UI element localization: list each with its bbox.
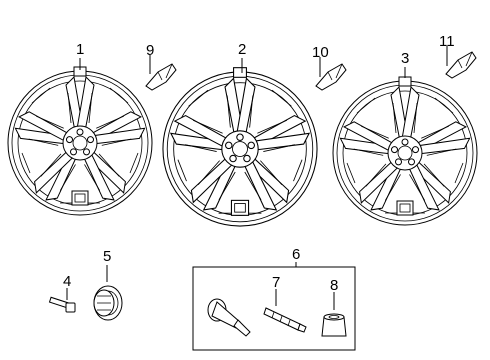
callout-8: 8 [330,277,338,294]
center-cap-5 [93,285,123,321]
leader-lines [66,46,448,310]
tpms-kit-box [192,266,356,351]
valve-core-7 [263,307,307,333]
wheel-2 [163,68,317,226]
callout-1: 1 [76,41,84,58]
callout-9: 9 [146,42,154,59]
callout-7: 7 [272,274,280,291]
callout-4: 4 [63,273,71,290]
lug-bolt-4 [48,296,76,313]
callout-2: 2 [238,41,246,58]
wheel-3 [333,77,477,225]
callout-6: 6 [292,246,300,263]
callout-3: 3 [401,50,409,67]
callout-10: 10 [312,44,329,61]
weight-11 [445,51,477,79]
valve-cap-8 [321,313,347,337]
valve-stem [207,298,251,337]
callout-11: 11 [439,33,455,50]
callout-5: 5 [103,248,111,265]
wheel-1 [8,67,152,215]
